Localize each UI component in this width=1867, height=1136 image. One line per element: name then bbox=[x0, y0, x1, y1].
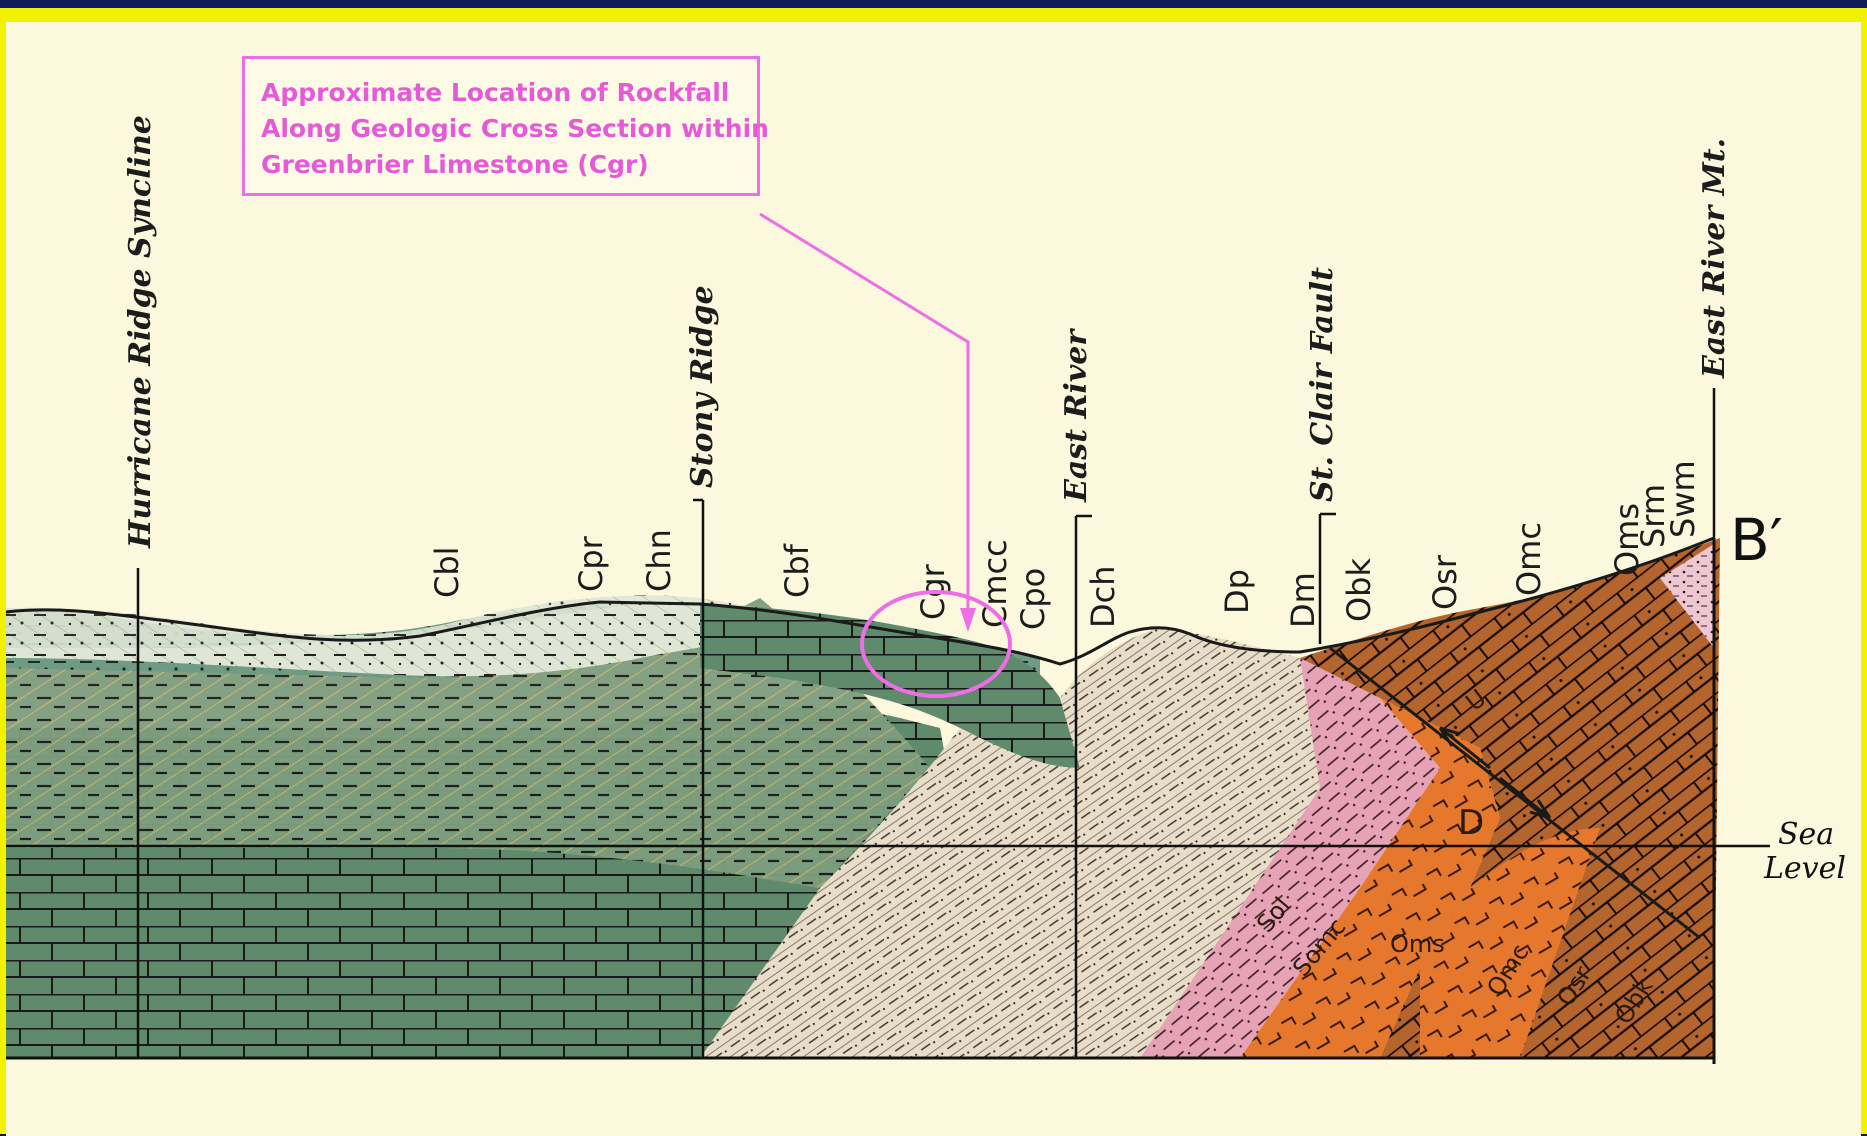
unit-label-obk: Obk bbox=[1340, 558, 1378, 623]
unit-label-dp: Dp bbox=[1218, 569, 1256, 614]
label-hurricane-ridge-syncline: Hurricane Ridge Syncline bbox=[123, 115, 158, 549]
unit-label-cpr: Cpr bbox=[572, 535, 610, 592]
unit-label-dch: Dch bbox=[1084, 565, 1122, 628]
unit-label-osr: Osr bbox=[1426, 554, 1464, 610]
sea-level-label-1: Sea bbox=[1778, 817, 1834, 852]
unit-label-omc: Omc bbox=[1510, 522, 1548, 596]
unit-label-dm: Dm bbox=[1284, 572, 1322, 628]
unit-label-swm: Swm bbox=[1664, 460, 1702, 538]
callout-arrowhead bbox=[960, 608, 976, 632]
unit-label-chn: Chn bbox=[640, 529, 678, 592]
callout-line-2: Along Geologic Cross Section within bbox=[261, 111, 741, 147]
inner-label-oms: Oms bbox=[1390, 930, 1445, 958]
label-stony-ridge: Stony Ridge bbox=[685, 285, 720, 488]
callout-line-1: Approximate Location of Rockfall bbox=[261, 75, 741, 111]
label-east-river: East River bbox=[1059, 328, 1094, 503]
unit-label-cbf: Cbf bbox=[778, 543, 816, 598]
unit-label-cbl: Cbl bbox=[428, 546, 466, 598]
section-end-label: B′ bbox=[1730, 506, 1783, 574]
rockfall-callout-box: Approximate Location of Rockfall Along G… bbox=[242, 56, 760, 196]
callout-line-3: Greenbrier Limestone (Cgr) bbox=[261, 147, 741, 183]
label-east-river-mt: East River Mt. bbox=[1697, 138, 1732, 379]
sea-level-label-2: Level bbox=[1763, 851, 1846, 886]
inner-label-d: D bbox=[1458, 803, 1484, 843]
label-st-clair-fault: St. Clair Fault bbox=[1305, 267, 1340, 502]
unit-label-cpo: Cpo bbox=[1014, 568, 1052, 630]
